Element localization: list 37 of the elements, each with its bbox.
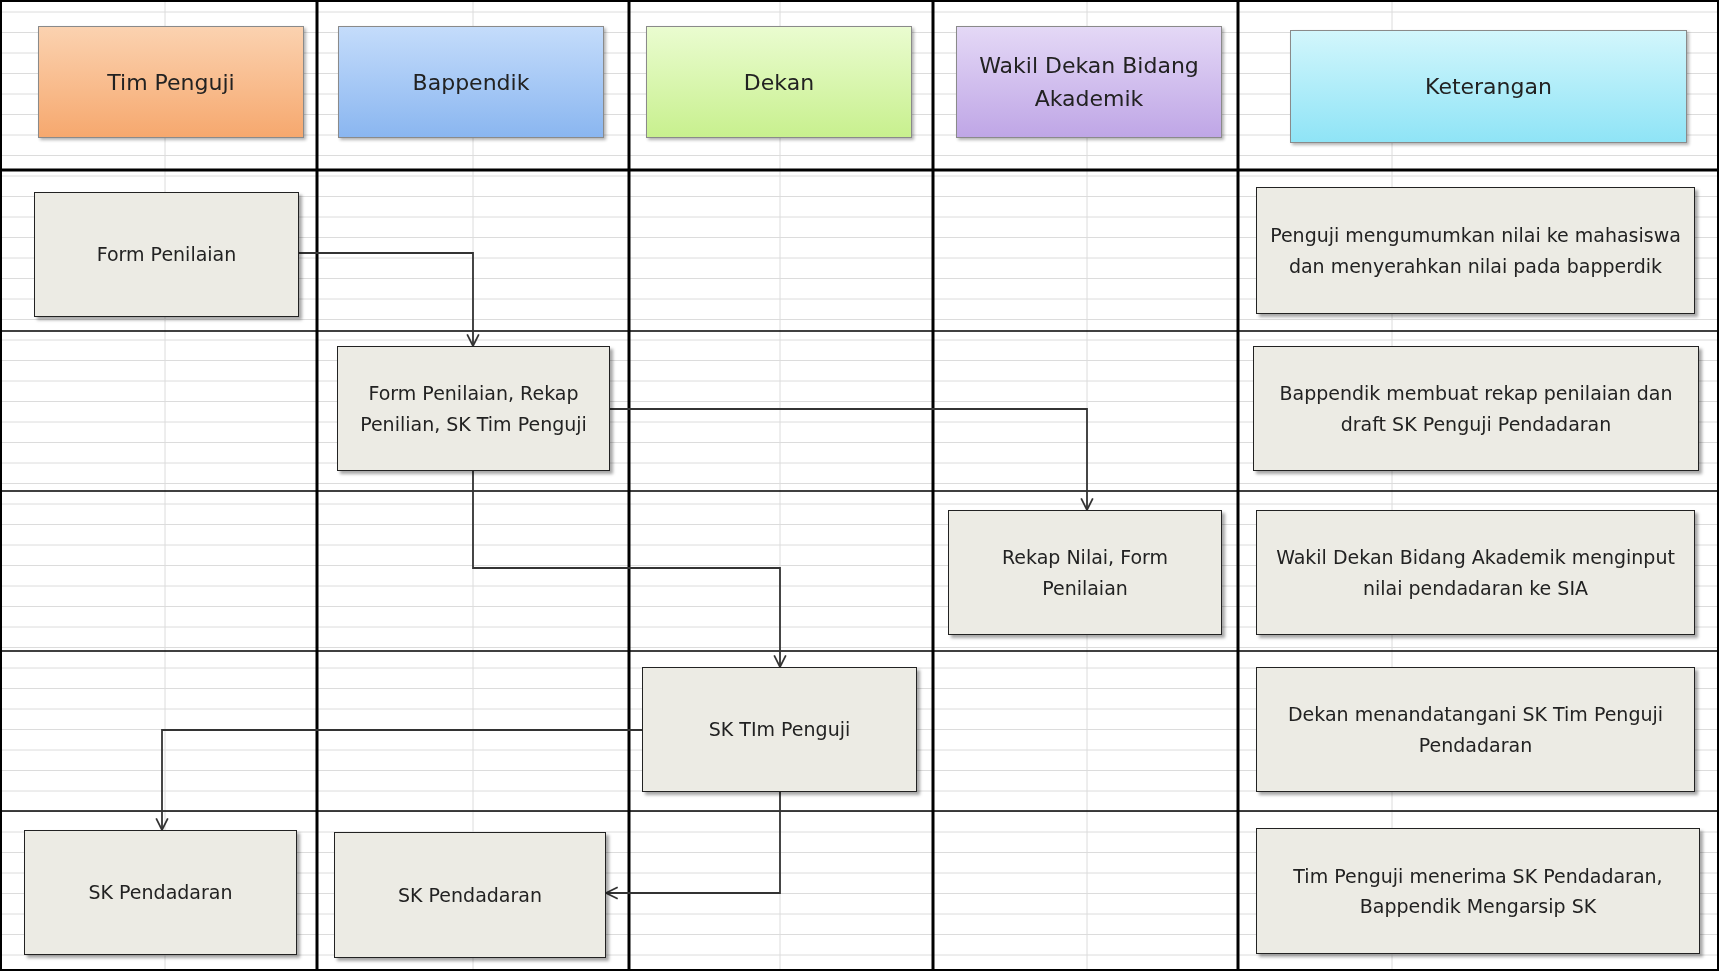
note-box: [1253, 346, 1699, 471]
box-text: Form Penilaian, Rekap Penilian, SK Tim Penguji: [359, 381, 588, 437]
lane-title: Bappendik: [411, 68, 531, 97]
process-box: [642, 667, 917, 792]
box-text: Form Penilaian: [95, 242, 238, 268]
box-text: Rekap Nilai, Form Penilaian: [1000, 545, 1170, 601]
box-text: Penguji mengumumkan nilai ke mahasiswa dan menyerahkan nilai pada bapperdik: [1269, 223, 1682, 279]
arrow: [609, 408, 1094, 511]
lane-title: Wakil Dekan Bidang Akademik: [978, 52, 1200, 113]
note-box: [1256, 828, 1700, 954]
lane-title: Keterangan: [1424, 73, 1553, 101]
process-box: [948, 510, 1222, 635]
lane-header: [646, 26, 912, 138]
lane-title: Dekan: [742, 68, 816, 97]
process-box: [24, 830, 297, 955]
note-box: [1256, 667, 1695, 792]
process-box: [34, 192, 299, 317]
box-text: SK Pendadaran: [397, 882, 543, 908]
arrow: [298, 252, 480, 347]
note-box: [1256, 510, 1695, 635]
process-box: [334, 832, 606, 958]
lane-header: [38, 26, 304, 138]
arrow: [155, 729, 643, 831]
lane-header: [956, 26, 1222, 138]
arrow: [605, 791, 781, 900]
box-text: Bappendik membuat rekap penilaian dan draft SK Penguji Pendadaran: [1278, 381, 1674, 437]
box-text: Tim Penguji menerima SK Pendadaran, Bappendik Mengarsip SK: [1292, 863, 1664, 919]
lane-header: [1290, 30, 1687, 143]
process-box: [337, 346, 610, 471]
box-text: Dekan menandatangani SK Tim Penguji Pendadaran: [1286, 702, 1665, 758]
box-text: Wakil Dekan Bidang Akademik menginput nilai pendadaran ke SIA: [1275, 545, 1676, 601]
box-text: SK Pendadaran: [87, 880, 234, 906]
box-text: SK TIm Penguji: [707, 717, 852, 743]
lane-header: [338, 26, 604, 138]
arrow: [472, 470, 787, 668]
note-box: [1256, 187, 1695, 314]
lane-title: Tim Penguji: [106, 68, 236, 97]
